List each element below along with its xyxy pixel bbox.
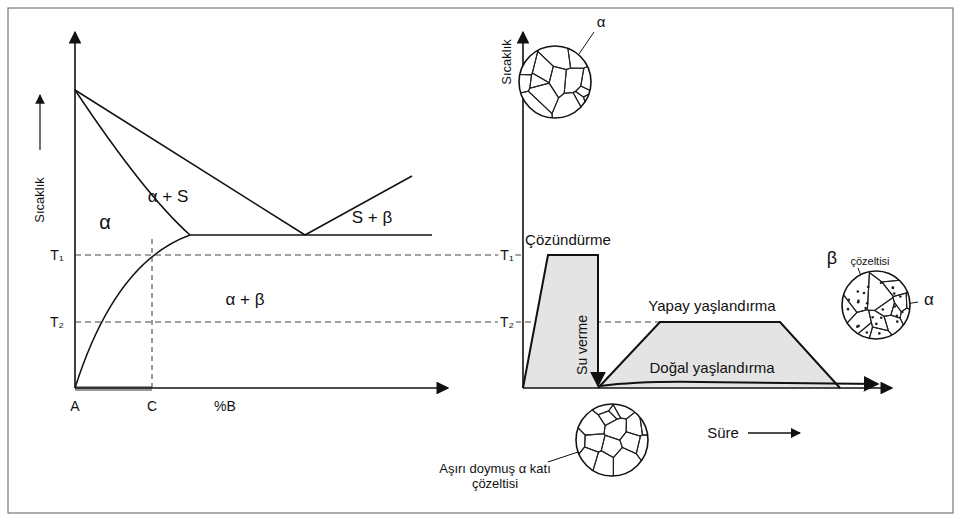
axis-label: Sıcaklık (33, 177, 48, 223)
phase-label: α (99, 211, 111, 234)
temperature-label: T₁ (498, 247, 515, 263)
grain-group (840, 269, 912, 341)
phase-label: α + S (148, 187, 189, 207)
frame (8, 8, 953, 513)
microstructure-label: β (827, 248, 837, 269)
grain-boundary (564, 68, 584, 93)
composition-label: A (70, 398, 79, 414)
time-axis (523, 387, 892, 389)
grain-boundary (875, 298, 895, 317)
microstructure-label: α (924, 290, 934, 310)
process-fill (598, 322, 840, 388)
leader-line (548, 452, 578, 462)
precipitate (878, 332, 881, 335)
precipitate (847, 308, 850, 311)
temperature-label: T₂ (498, 314, 516, 330)
time-arrow (748, 432, 800, 433)
precipitate (857, 290, 860, 293)
precipitate (866, 302, 869, 305)
precipitate (896, 315, 899, 318)
precipitate (848, 298, 851, 301)
phase-label: α + β (226, 290, 265, 310)
precipitate (867, 286, 870, 289)
temperature-axis (74, 32, 76, 388)
micrograph (840, 269, 912, 341)
phase-label: S + β (352, 208, 393, 228)
grain-group (574, 402, 650, 478)
grain-boundary (840, 310, 871, 341)
micrograph (574, 402, 650, 478)
axis-arrow (39, 95, 40, 150)
precipitate (882, 308, 885, 311)
precipitate (880, 316, 883, 319)
precipitate (863, 292, 866, 295)
process-label: Çözündürme (525, 231, 611, 248)
artificial-aging-curve (598, 322, 840, 388)
process-label: Su verme (574, 313, 590, 377)
temperature-label: T₂ (50, 314, 64, 330)
precipitate (857, 325, 860, 328)
time-label: Süre (707, 424, 739, 441)
micrograph-outline (519, 46, 591, 118)
t1-line (75, 255, 523, 256)
composition-axis (75, 387, 448, 389)
natural-aging-curve (600, 382, 878, 386)
eutectic-line (190, 234, 432, 236)
solvus-line (75, 235, 190, 388)
precipitate (901, 311, 904, 314)
solidus-line (75, 90, 190, 235)
temperature-label: T₁ (50, 247, 63, 263)
process-label: Doğal yaşlandırma (649, 359, 774, 376)
liquidus-line (75, 90, 305, 235)
micrograph-outline (576, 404, 648, 476)
grain-boundary (598, 411, 617, 426)
microstructure-label: α (597, 13, 606, 30)
precipitate (893, 292, 896, 295)
process-label: Yapay yaşlandırma (648, 297, 775, 314)
precipitate (857, 300, 860, 303)
microstructure-label: Aşırı doymuş α katı çözeltisi (435, 462, 555, 492)
grain-boundary (532, 51, 553, 82)
micrograph-ground (519, 46, 591, 118)
precipitate (892, 286, 895, 289)
axis-label: Sıcaklık (500, 39, 515, 85)
precipitate (875, 323, 878, 326)
grain-boundary (601, 435, 622, 457)
precipitate (894, 305, 897, 308)
composition-label: C (147, 398, 157, 414)
microstructure-label: çözeltisi (850, 255, 889, 268)
precipitate (864, 307, 867, 310)
solution-quench-curve (523, 255, 598, 388)
grain-group (517, 44, 593, 120)
micrograph-outline (842, 271, 910, 339)
grain-boundary (604, 418, 626, 440)
precipitate (871, 316, 874, 319)
microstructures (517, 44, 912, 478)
leader-line (579, 32, 594, 54)
micrograph (517, 44, 593, 120)
composition-label: %B (214, 398, 236, 414)
micrograph-ground (576, 404, 648, 476)
alloy-line (152, 236, 153, 388)
grain-boundary (900, 308, 912, 341)
precipitate (896, 320, 899, 323)
process-fill (523, 255, 598, 388)
liquidus-line (305, 176, 412, 235)
precipitate (892, 287, 895, 290)
precipitate (866, 331, 869, 334)
micrograph-ground (842, 271, 910, 339)
precipitate (899, 295, 902, 298)
precipitate (880, 281, 883, 284)
